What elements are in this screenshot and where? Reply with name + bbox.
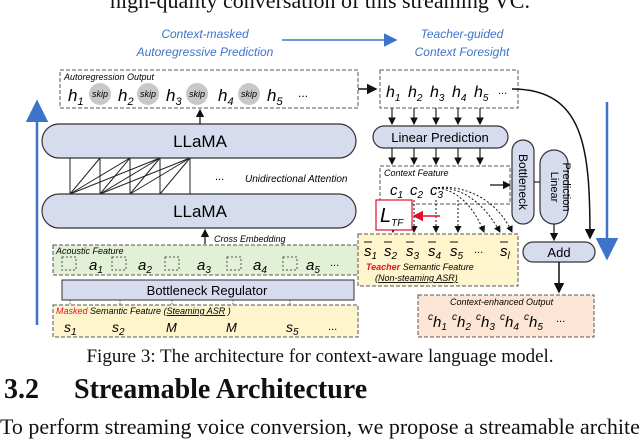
context-enhanced-label: Context-enhanced Output [450,297,554,307]
h-token-2: h2 [118,86,134,108]
h-token-3: h3 [166,86,182,108]
body-text-top: high-quality conversation of this stream… [110,0,530,13]
teacher-s-6: sl [500,243,511,262]
right-h-down-arrows [388,108,484,126]
s-bottom-4: M [226,320,237,335]
autoregression-output-label: Autoregression Output [63,72,155,82]
skip-badges: skip skip skip skip [89,83,260,105]
ce-token-1: ch1 [428,312,447,333]
skip-to-add-arrow [511,88,596,240]
ce-token-2: ch2 [452,312,471,333]
skip-label-2: skip [140,89,156,99]
right-h-token-4: h4 [452,84,467,104]
cross-embedding-label: Cross Embedding [214,234,286,244]
ce-token-3: ch3 [476,312,495,333]
skip-badge-4 [238,83,260,105]
foresight-arrows [410,186,513,233]
acoustic-masked-slot [164,256,180,271]
section-number: 3.2 [4,374,39,405]
figure-caption: Figure 3: The architecture for context-a… [86,346,554,367]
bottleneck-vertical-label: Bottleneck [516,154,530,211]
linear-down-arrows [388,148,484,166]
bottleneck-regulator-label: Bottleneck Regulator [147,283,268,298]
acoustic-feature-box [52,244,359,276]
right-h-token-2: h2 [408,84,423,104]
section-heading: 3.2 Streamable Architecture [4,374,367,406]
linear-vertical-line1: Linear [548,172,560,203]
skip-badge-1 [89,83,111,105]
teacher-semantic-box [357,233,519,287]
acoustic-masked-slot [61,256,77,271]
skip-label-4: skip [241,89,257,99]
masked-semantic-label: Masked Semantic Feature (Steaming ASR ) [56,306,231,316]
body-text-bottom: To perform streaming voice conversion, w… [0,414,640,439]
skip-label-3: skip [189,89,205,99]
c-token-2: c2 [410,182,424,201]
linear-prediction-block [372,125,509,149]
add-label: Add [547,245,570,260]
h-token-1: h1 [68,86,84,108]
loss-label: LTF [380,205,404,229]
ce-token-4: ch4 [500,312,519,333]
masked-semantic-box [52,304,359,338]
section-title: Streamable Architecture [74,374,368,405]
right-h-token-5: h5 [474,84,489,104]
left-title-line1: Context-masked [161,27,249,41]
unidirectional-attention-label: Unidirectional Attention [245,174,348,185]
context-enhanced-box [417,294,595,338]
skip-badge-3 [186,83,208,105]
right-title-line1: Teacher-guided [421,27,504,41]
c-token-3: c3 [430,182,444,201]
acoustic-masked-slot [111,256,127,271]
acoustic-masked-slot [282,256,298,271]
skip-badge-2 [137,83,159,105]
acoustic-feature-label: Acoustic Feature [55,246,124,256]
acoustic-masked-slot [226,256,242,271]
attention-ellipsis: ... [215,171,224,183]
h-token-5: h5 [267,86,283,108]
a-ellipsis: ... [330,257,339,269]
right-h-token-3: h3 [430,84,445,104]
teacher-s-row: s1 s2 s3 s4 s5 ... sl [364,243,511,262]
teacher-s-ellipsis: ... [474,244,483,256]
linear-vertical-line2: Prediction [560,163,572,212]
attention-lines [69,157,191,195]
loss-box [375,199,413,231]
h-ellipsis: ... [298,86,308,100]
teacher-semantic-label: Teacher Semantic Feature [366,262,474,272]
llama-lower-block [41,193,357,229]
right-h-ellipsis: ... [498,85,507,97]
context-feature-label: Context Feature [384,168,449,178]
skip-label-1: skip [92,89,108,99]
s-bottom-ellipsis: ... [328,321,337,333]
left-title-line2: Autoregressive Prediction [136,45,274,59]
architecture-figure: Context-masked Autoregressive Prediction… [25,27,619,338]
h-token-4: h4 [218,86,234,108]
llama-lower-label: LLaMA [173,202,228,221]
s-bottom-3: M [166,320,177,335]
linear-prediction-label: Linear Prediction [391,130,489,145]
right-title-line2: Context Foresight [415,45,510,59]
llama-upper-block [41,123,357,159]
bottleneck-regulator-block [61,279,355,301]
right-h-token-1: h1 [386,84,400,104]
ce-ellipsis: ... [556,313,565,325]
right-h-row: h1 h2 h3 h4 h5 ... [386,84,507,104]
llama-upper-label: LLaMA [173,132,228,151]
c-token-1: c1 [390,182,403,201]
teacher-paren-label: (Non-steaming ASR) [375,273,458,283]
ce-token-5: ch5 [524,312,543,333]
context-enhanced-row: ch1 ch2 ch3 ch4 ch5 ... [428,312,565,333]
